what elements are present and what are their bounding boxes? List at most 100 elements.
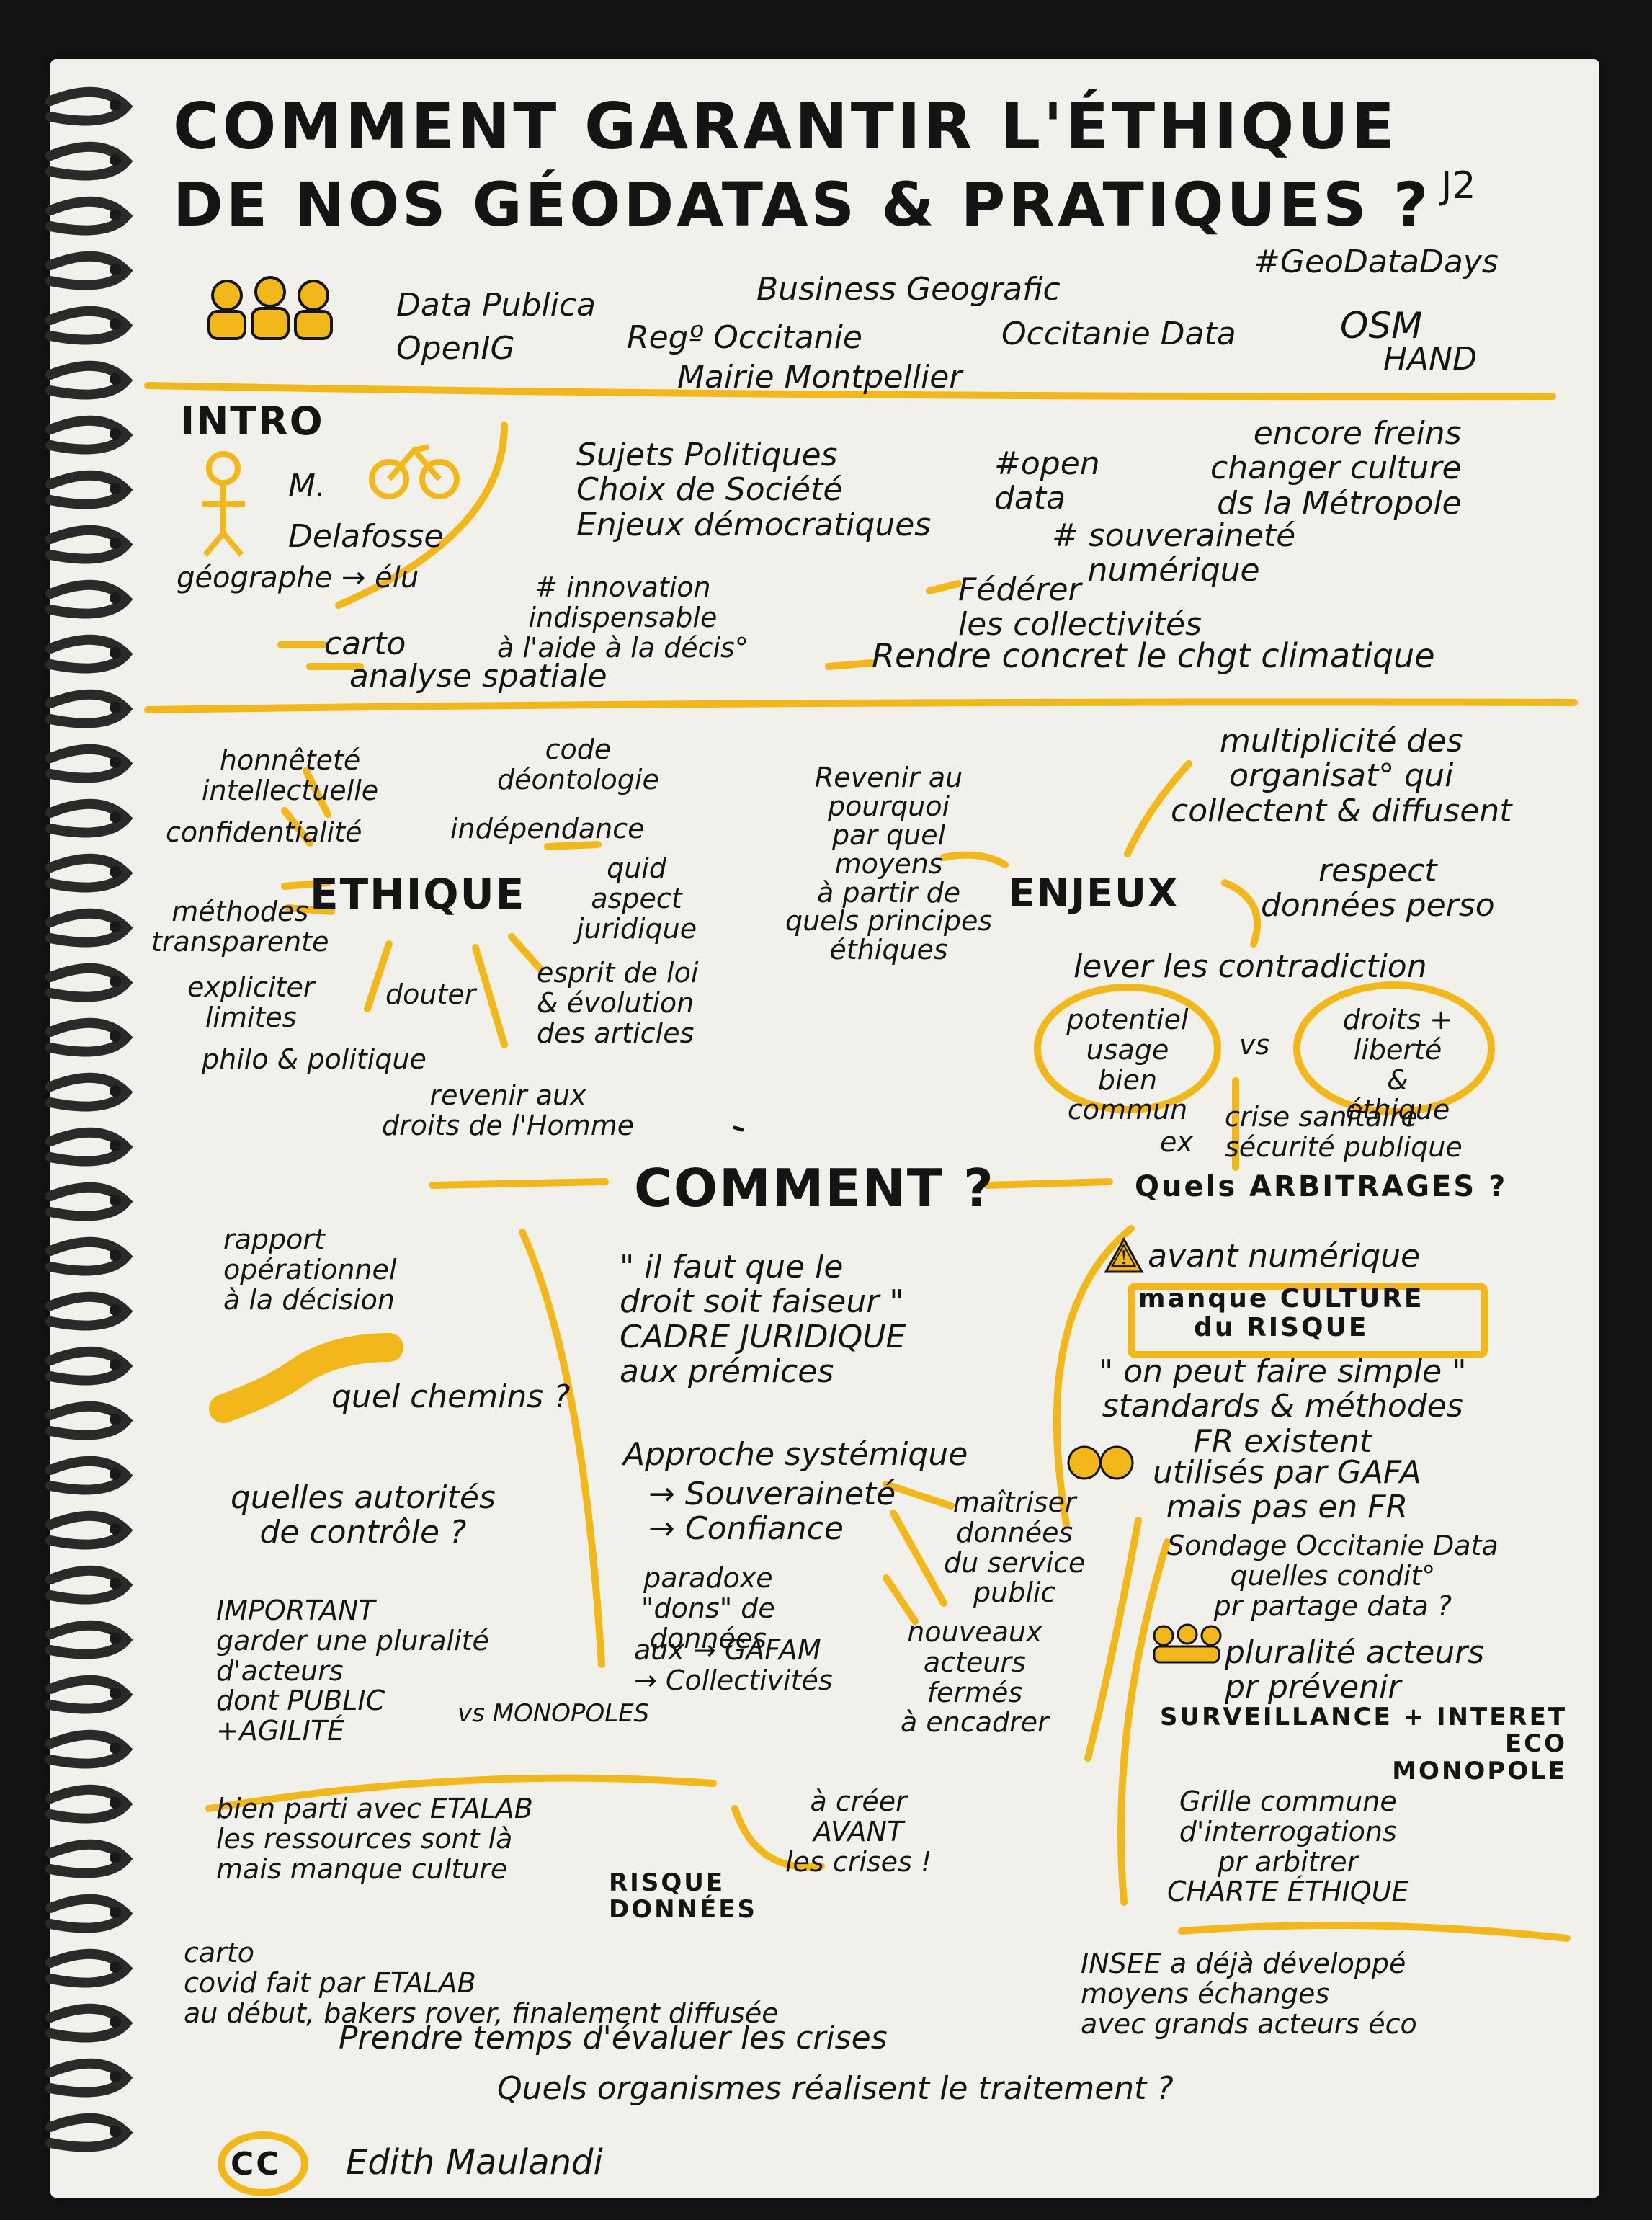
enjeux-rights: droits + liberté & éthique [1342,1004,1453,1126]
ethique-independence: indépendance [450,813,645,844]
comment-evaluate: Prendre temps d'évaluer les crises [339,2020,888,2056]
comment-paths: quel chemins ? [331,1378,571,1415]
comment-heading: COMMENT ? [634,1158,995,1218]
binding-hole [110,538,121,549]
binding-ring [45,689,133,728]
spiral-binding [45,86,133,2152]
enjeux-common-good: potentiel usage bien commun [1066,1004,1189,1126]
small-people-icon [1153,1623,1222,1664]
binding-ring [45,634,133,674]
comment-grid: Grille commune d'interrogations pr arbit… [1167,1786,1409,1908]
binding-hole [110,1578,121,1590]
binding-ring [45,196,133,236]
comment-covid: carto covid fait par ETALAB au début, ba… [184,1937,779,2029]
binding-hole [110,1414,121,1425]
binding-hole [110,1742,121,1754]
binding-ring [45,1565,133,1605]
binding-ring [45,1072,133,1112]
binding-ring [45,853,133,893]
speaker-person-icon [202,451,245,557]
comment-digital-lag: ⚠ avant numérique [1109,1238,1421,1275]
binding-ring [45,1948,133,1988]
enjeux-contradiction: lever les contradiction [1073,948,1427,985]
sketchnote-page [50,59,1599,2198]
comment-important: IMPORTANT garder une pluralité d'acteurs… [216,1595,489,1747]
binding-hole [110,1688,121,1699]
binding-hole [110,921,121,932]
binding-ring [45,1675,133,1714]
binding-ring [45,415,133,455]
comment-etalab: bien parti avec ETALAB les ressources so… [216,1793,533,1885]
binding-ring [45,306,133,345]
intro-heading: INTRO [180,398,324,444]
binding-ring [45,744,133,783]
binding-hole [110,976,121,987]
binding-ring [45,798,133,838]
binding-ring [45,1291,133,1331]
comment-risk-data: RISQUE DONNÉES [609,1868,757,1925]
comment-plurality: pluralité acteurs pr prévenir [1225,1634,1485,1706]
org-openig: OpenIG [396,330,515,367]
faces-icon [1067,1445,1134,1480]
binding-ring [45,1017,133,1057]
page-title-line2: DE NOS GÉODATAS & PRATIQUES ? [173,169,1432,240]
binding-hole [110,99,121,111]
binding-ring [45,1620,133,1659]
binding-ring [45,2003,133,2043]
comment-sovereign-trust: → Souveraineté → Confiance [648,1476,896,1548]
intro-spatial: analyse spatiale [349,658,607,695]
license-cc: CC [231,2146,282,2183]
comment-report: rapport opérationnel à la décision [223,1223,397,1316]
binding-hole [110,1961,121,1973]
intro-federate: Fédérer les collectivités [958,571,1202,643]
ethique-purpose: Revenir au pourquoi par quel moyens à pa… [785,762,993,966]
comment-simple: " on peut faire simple " standards & mét… [1099,1353,1467,1460]
binding-hole [110,209,121,220]
org-region-occitanie: Regº Occitanie [627,319,862,356]
enjeux-heading: ENJEUX [1009,870,1179,916]
binding-ring [45,251,133,290]
intro-climate: Rendre concret le chgt climatique [872,636,1435,675]
comment-master: maîtriser données du service public [944,1486,1086,1609]
binding-ring [45,963,133,1002]
hashtag: #GeoDataDays [1254,244,1499,280]
org-occitanie-data: Occitanie Data [1001,316,1236,352]
comment-systemic: Approche systémique [623,1436,968,1473]
binding-hole [110,1304,121,1316]
binding-hole [110,154,121,166]
binding-hole [110,2126,121,2137]
binding-hole [110,264,121,275]
ethique-confidentiality: confidentialité [166,816,362,848]
enjeux-example: crise sanitaire sécurité publique [1225,1101,1463,1163]
binding-ring [45,360,133,400]
comment-surveillance: SURVEILLANCE + INTERET ECO MONOPOLE [1160,1703,1568,1786]
intro-subjects: Sujets Politiques Choix de Société Enjeu… [576,437,932,543]
binding-ring [45,1894,133,1933]
author-name: Edith Maulandi [346,2142,603,2183]
road-icon [209,1333,403,1423]
binding-hole [110,1633,121,1644]
comment-risk-culture: manque CULTURE du RISQUE [1138,1284,1424,1342]
bubble-rights [1293,981,1495,1115]
ethique-methods: méthodes transparente [151,896,329,958]
binding-hole [110,1852,121,1863]
binding-ring [45,1456,133,1495]
intro-carto: carto [324,625,406,662]
binding-ring [45,579,133,619]
page-title-line1: COMMENT GARANTIR L'ÉTHIQUE [173,89,1398,164]
binding-ring [45,470,133,509]
enjeux-vs: vs [1239,1029,1270,1061]
org-business-geografic: Business Geografic [756,271,1061,308]
intro-brakes: encore freins changer culture ds la Métr… [1210,415,1462,522]
binding-hole [110,1359,121,1370]
binding-ring [45,1784,133,1824]
org-osm: OSM [1340,305,1423,347]
ethique-legal: quid aspect juridique [576,852,697,945]
binding-hole [110,1523,121,1535]
ethique-code: code déontologie [497,734,659,795]
binding-ring [45,1127,133,1167]
binding-ring [45,1182,133,1221]
binding-hole [110,647,121,659]
comment-paradox: paradoxe "dons" de données [641,1562,775,1654]
org-hand: HAND [1383,341,1477,378]
